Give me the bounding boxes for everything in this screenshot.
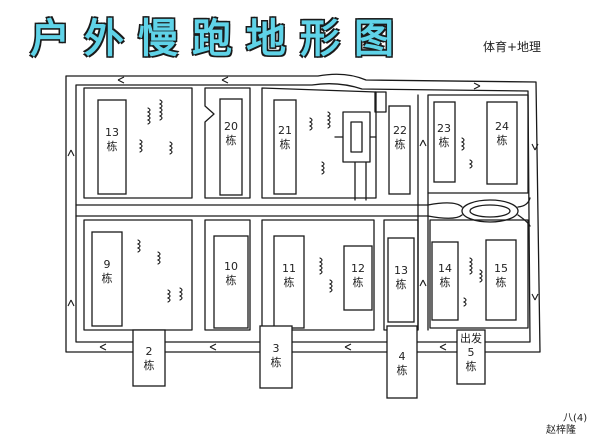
arrow-icon	[221, 76, 229, 84]
tree-icon	[308, 117, 313, 131]
tree-icon	[178, 287, 183, 301]
roundabout	[461, 199, 519, 223]
arrow-icon	[344, 343, 352, 351]
building-22	[388, 105, 411, 195]
arrow-icon	[473, 82, 481, 90]
arrow-icon	[531, 293, 539, 301]
tree-icon	[468, 257, 473, 275]
page-title: 户外慢跑地形图	[30, 16, 408, 62]
tree-icon	[158, 99, 163, 121]
block-10	[204, 219, 251, 331]
arrow-icon	[419, 139, 427, 147]
block-21-22	[261, 87, 377, 199]
building-14	[431, 241, 459, 321]
building-20	[219, 98, 243, 196]
roundabout-roads	[427, 197, 531, 227]
right-street	[417, 94, 429, 331]
arrow-icon	[67, 149, 75, 157]
arrow-icon	[439, 343, 447, 351]
building-3	[259, 325, 293, 389]
block-11-12	[261, 219, 375, 331]
block-23-24	[427, 94, 529, 194]
tree-icon	[462, 297, 467, 307]
signature-name: 赵梓隆	[546, 425, 576, 436]
building-15	[485, 239, 517, 321]
gate-structure	[334, 111, 377, 201]
tree-icon	[468, 159, 473, 169]
signature-class: 八(4)	[563, 413, 588, 424]
roundabout-inner	[469, 204, 511, 218]
building-23	[433, 101, 456, 183]
building-11	[273, 235, 305, 329]
block-20	[204, 87, 251, 199]
building-4	[386, 325, 418, 399]
building-9	[91, 231, 123, 327]
building-21	[273, 99, 297, 195]
tree-icon	[146, 107, 151, 125]
inner-path-line	[75, 83, 531, 343]
tree-icon	[478, 269, 483, 283]
middle-street	[75, 204, 429, 217]
page-subtitle: 体育+地理	[483, 40, 542, 54]
tree-icon	[168, 141, 173, 155]
tree-icon	[138, 139, 143, 153]
arrow-icon	[99, 343, 107, 351]
building-2	[132, 329, 166, 387]
building-13-top	[97, 99, 127, 195]
building-10	[213, 235, 249, 329]
tree-icon	[136, 239, 141, 253]
building-13-bottom	[387, 237, 415, 323]
building-24	[486, 101, 518, 185]
tree-icon	[326, 111, 331, 129]
arrow-icon	[419, 279, 427, 287]
arrow-icon	[209, 343, 217, 351]
tree-icon	[166, 289, 171, 303]
arrow-icon	[67, 299, 75, 307]
building-5	[456, 329, 486, 385]
tree-icon	[460, 137, 465, 151]
tree-icon	[328, 279, 333, 293]
outer-path-line	[65, 73, 541, 353]
arrow-icon	[117, 76, 125, 84]
block-14-15	[429, 219, 529, 329]
block-9	[83, 219, 193, 331]
building-12	[343, 245, 373, 311]
block-13-top	[83, 87, 193, 199]
tree-icon	[156, 251, 161, 265]
tree-icon	[318, 257, 323, 275]
gate-pillar	[374, 91, 387, 113]
tree-icon	[320, 161, 325, 175]
arrow-icon	[531, 143, 539, 151]
